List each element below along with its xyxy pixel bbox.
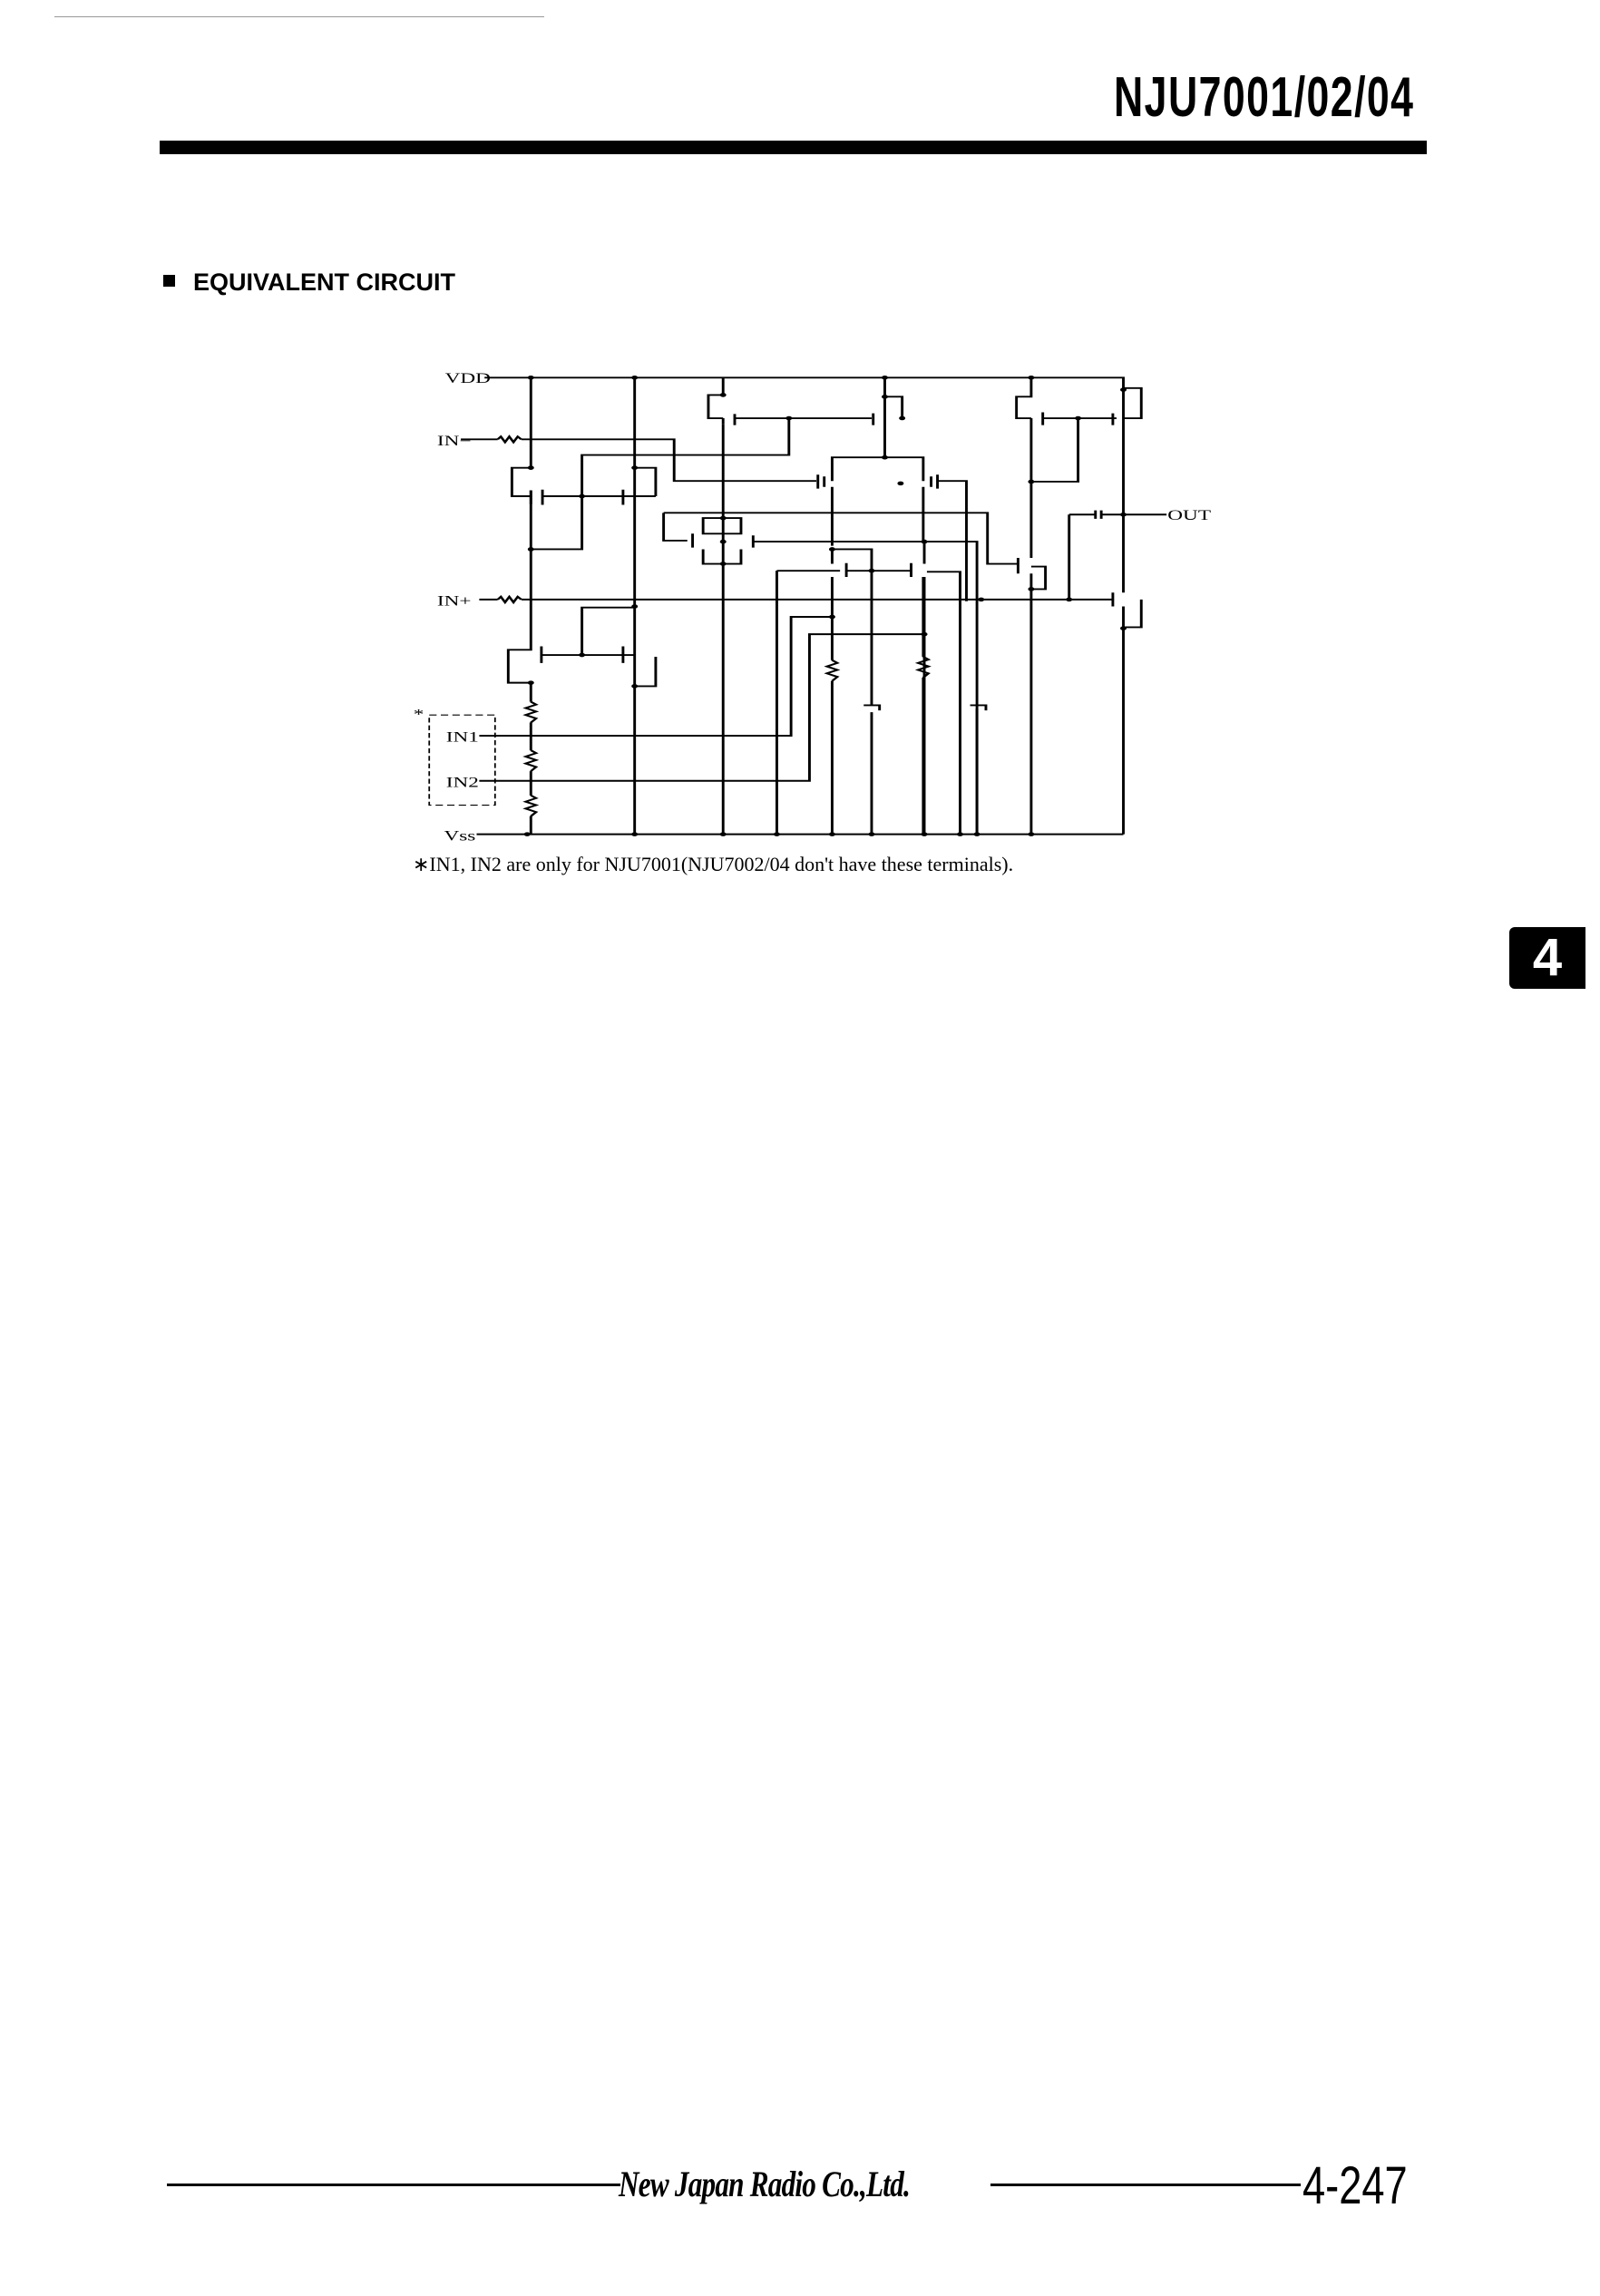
zener-diode <box>863 704 988 835</box>
resistor <box>824 656 932 682</box>
transistor <box>529 489 656 505</box>
resistor <box>496 594 522 605</box>
wire <box>479 616 923 782</box>
in-minus-label: IN− <box>437 434 472 449</box>
wire <box>830 486 925 546</box>
footer-rule-left <box>167 2184 620 2186</box>
wire <box>510 377 791 551</box>
in1-label: IN1 <box>446 729 479 745</box>
wire <box>776 542 961 835</box>
wire <box>1015 377 1117 835</box>
bullet-square-icon <box>163 275 175 288</box>
top-rule <box>54 16 544 17</box>
page-number: 4-247 <box>1302 2156 1408 2215</box>
vss-label: Vss <box>444 828 475 844</box>
wire <box>506 549 635 684</box>
junction-dots <box>523 376 1127 836</box>
company-logo: New Japan Radio Co.,Ltd. <box>619 2164 911 2204</box>
chapter-tab: 4 <box>1509 927 1585 989</box>
in-plus-label: IN+ <box>437 593 472 609</box>
vdd-rail <box>484 376 1125 388</box>
resistor <box>522 700 540 817</box>
resistor <box>496 435 522 445</box>
footnote: ∗IN1, IN2 are only for NJU7001(NJU7002/0… <box>413 853 1014 875</box>
wire <box>707 377 925 482</box>
asterisk-label: * <box>414 708 424 723</box>
optional-terminals-box <box>428 714 496 806</box>
out-label: OUT <box>1167 508 1211 523</box>
wire <box>1068 386 1167 835</box>
vdd-label: VDD <box>445 371 491 386</box>
section-heading: EQUIVALENT CIRCUIT <box>163 269 455 297</box>
footer-rule-right <box>990 2184 1301 2186</box>
title-bar <box>160 141 1427 154</box>
in-minus-wire <box>461 438 816 483</box>
wire <box>621 377 658 835</box>
in2-label: IN2 <box>446 775 479 790</box>
equivalent-circuit-diagram: VDD IN− IN+ OUT IN1 IN2 * Vss <box>414 371 1211 845</box>
document-title: NJU7001/02/04 <box>1114 66 1415 129</box>
transistor <box>816 474 968 601</box>
section-heading-text: EQUIVALENT CIRCUIT <box>193 269 455 296</box>
